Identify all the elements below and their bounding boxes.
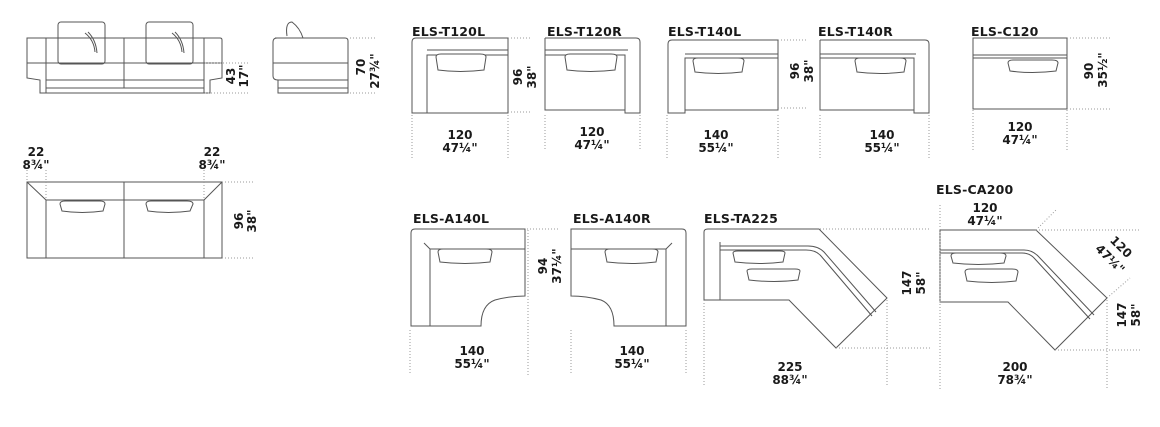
- els-ca200-width-cm: 200: [1002, 360, 1028, 374]
- els-c120-depth-in: 35½": [1096, 52, 1110, 88]
- module-label-els-t140l: ELS-T140L: [668, 24, 742, 39]
- els-a140l-width-cm: 140: [459, 344, 485, 358]
- module-els-c120-drawing: [972, 37, 1110, 150]
- front-view-sofa: [26, 21, 250, 94]
- els-ca200-top-cm: 120: [972, 201, 998, 215]
- els-ca200-depth-in: 58": [1129, 303, 1143, 327]
- els-ca200-depth-cm: 147: [1115, 302, 1129, 328]
- els-a140l-depth-cm: 94: [536, 257, 550, 275]
- module-els-ta225-drawing: [703, 228, 930, 385]
- module-label-els-c120: ELS-C120: [971, 24, 1039, 39]
- els-t140r-width-cm: 140: [869, 128, 895, 142]
- module-els-t120r-drawing: [544, 37, 641, 150]
- els-a140l-depth-in: 37¼": [550, 248, 564, 284]
- module-label-els-t120r: ELS-T120R: [547, 24, 622, 39]
- els-t140l-width-in: 55¼": [698, 141, 734, 155]
- module-label-els-a140l: ELS-A140L: [413, 211, 490, 226]
- els-t120l-width-cm: 120: [447, 128, 473, 142]
- els-ta225-depth-cm: 147: [900, 270, 914, 296]
- els-t120l-depth-in: 38": [525, 65, 539, 89]
- side-height-in: 27¾": [368, 53, 382, 89]
- els-ta225-depth-in: 58": [914, 271, 928, 295]
- module-els-t140l-drawing: [666, 39, 808, 160]
- module-label-els-t120l: ELS-T120L: [412, 24, 486, 39]
- els-t140l-depth-cm: 96: [788, 62, 802, 80]
- module-els-a140l-drawing: [409, 228, 560, 375]
- els-ta225-width-in: 88¾": [772, 373, 808, 387]
- top-left-arm-in: 8¾": [22, 158, 50, 172]
- els-ca200-top-in: 47¼": [967, 214, 1003, 228]
- side-view-sofa: [272, 21, 375, 94]
- els-ca200-width-in: 78¾": [997, 373, 1033, 387]
- module-label-els-ta225: ELS-TA225: [704, 211, 778, 226]
- els-c120-width-cm: 120: [1007, 120, 1033, 134]
- els-t120r-width-in: 47¼": [574, 138, 610, 152]
- els-ta225-width-cm: 225: [777, 360, 803, 374]
- module-els-t120l-drawing: [411, 37, 532, 160]
- front-seat-height-in: 17": [237, 64, 251, 88]
- module-els-t140r-drawing: [819, 39, 930, 160]
- els-c120-width-in: 47¼": [1002, 133, 1038, 147]
- els-t140l-depth-in: 38": [802, 59, 816, 83]
- els-t140l-width-cm: 140: [703, 128, 729, 142]
- els-a140l-width-in: 55¼": [454, 357, 490, 371]
- els-t140r-width-in: 55¼": [864, 141, 900, 155]
- els-t120l-depth-cm: 96: [511, 68, 525, 86]
- els-t120l-width-in: 47¼": [442, 141, 478, 155]
- module-label-els-a140r: ELS-A140R: [573, 211, 651, 226]
- els-a140r-width-in: 55¼": [614, 357, 650, 371]
- top-right-arm-cm: 22: [203, 145, 221, 159]
- els-a140r-width-cm: 140: [619, 344, 645, 358]
- els-c120-depth-cm: 90: [1082, 62, 1096, 80]
- top-right-arm-in: 8¾": [198, 158, 226, 172]
- module-els-ca200-drawing: [939, 205, 1140, 390]
- top-view-sofa: [26, 170, 255, 259]
- top-depth-in: 38": [245, 209, 259, 233]
- module-els-a140r-drawing: [570, 228, 687, 375]
- els-t120r-width-cm: 120: [579, 125, 605, 139]
- side-height-cm: 70: [354, 58, 368, 76]
- module-label-els-ca200: ELS-CA200: [936, 182, 1014, 197]
- module-label-els-t140r: ELS-T140R: [818, 24, 893, 39]
- top-left-arm-cm: 22: [27, 145, 45, 159]
